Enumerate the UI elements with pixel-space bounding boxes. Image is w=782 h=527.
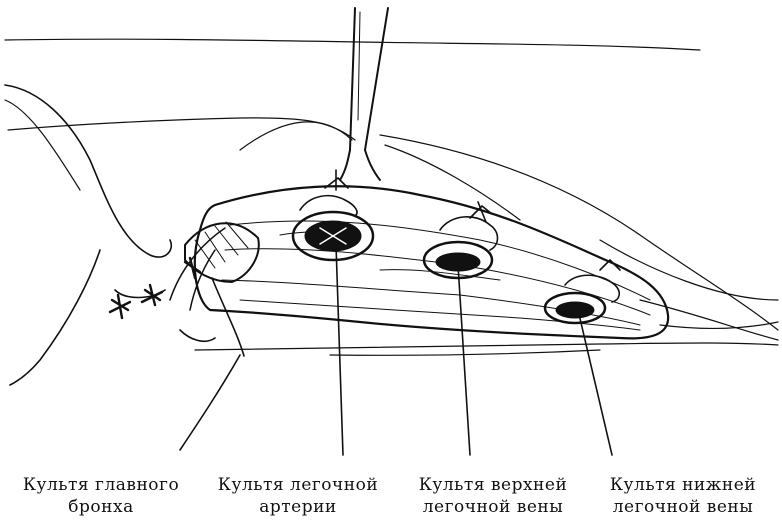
artery-stump bbox=[291, 169, 375, 262]
label-bronchus-stump: Культя главного бронха bbox=[6, 474, 196, 518]
label-lower-vein-line2: легочной вены bbox=[612, 497, 754, 517]
leader-lines bbox=[179, 244, 613, 456]
label-artery-line1: Культя легочной bbox=[217, 475, 379, 495]
leader-line-artery bbox=[335, 244, 344, 456]
label-upper-vein-line2: легочной вены bbox=[422, 497, 564, 517]
leader-line-upper-vein bbox=[457, 264, 471, 456]
tissue-band bbox=[193, 185, 670, 340]
retractor-instrument bbox=[339, 7, 389, 181]
label-artery-line2: артерии bbox=[259, 497, 337, 517]
label-artery-stump: Культя легочной артерии bbox=[200, 474, 396, 518]
label-upper-vein-stump: Культя верхней легочной вены bbox=[398, 474, 588, 518]
bronchus-stump bbox=[169, 221, 260, 311]
leader-line-lower-vein bbox=[577, 309, 613, 456]
ligature-knots bbox=[108, 256, 202, 320]
lower-vein-stump bbox=[543, 259, 621, 325]
upper-vein-stump bbox=[422, 201, 499, 280]
leader-line-bronchus bbox=[179, 354, 241, 451]
label-bronchus-line1: Культя главного bbox=[22, 475, 180, 495]
label-bronchus-line2: бронха bbox=[68, 497, 134, 517]
label-upper-vein-line1: Культя верхней bbox=[418, 475, 568, 495]
suture-thread bbox=[4, 84, 216, 386]
label-lower-vein-stump: Культя нижней легочной вены bbox=[590, 474, 776, 518]
label-lower-vein-line1: Культя нижней bbox=[609, 475, 757, 495]
surgical-diagram bbox=[4, 7, 779, 456]
